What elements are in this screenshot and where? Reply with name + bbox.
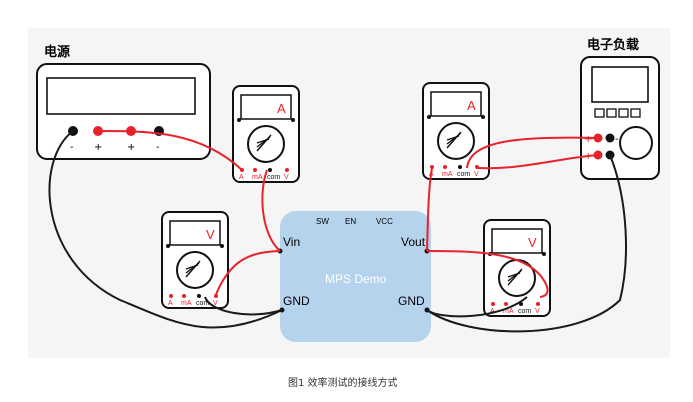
ps-label-3: + — [127, 142, 135, 153]
meter-input-current-jack-label: mA — [252, 174, 263, 181]
meter-output-current-jack-com — [458, 165, 462, 169]
wire-ammeter-to-load-top — [466, 136, 599, 169]
meter-input-current-jack-com — [268, 168, 272, 172]
wire-vin-to-voltmeter — [214, 250, 281, 298]
board-vin-label: Vin — [283, 235, 300, 249]
wire-ammeter-to-vin — [261, 169, 281, 252]
board-vout-label: Vout — [401, 235, 426, 249]
meter-output-voltage-jack-A — [491, 302, 495, 306]
meter-output-current-jack-label: mA — [442, 171, 453, 178]
figure-caption: 图1 效率测试的接线方式 — [288, 376, 398, 389]
meter-input-voltage-jack-com — [197, 294, 201, 298]
board-vcc-label: VCC — [376, 217, 393, 226]
meter-input-current-indicator — [237, 118, 241, 122]
meter-input-voltage-indicator — [220, 244, 224, 248]
meter-output-voltage-indicator — [542, 252, 546, 256]
meter-output-voltage-jack-label: com — [518, 308, 531, 315]
meter-input-current-mode-label: A — [277, 101, 286, 116]
meter-input-voltage-indicator — [166, 244, 170, 248]
meter-input-current-dial — [247, 125, 285, 163]
meter-input-current-jack-label: A — [239, 174, 244, 181]
meter-input-voltage-display — [169, 220, 221, 246]
meter-input-current-jack-V — [285, 168, 289, 172]
wires — [48, 130, 627, 333]
meter-input-voltage-jack-label: com — [196, 300, 209, 307]
wire-voltmeter-com-to-gnd — [204, 296, 283, 316]
board-gnd-right-label: GND — [398, 294, 425, 308]
electronic-load-label: 电子负载 — [587, 37, 639, 53]
meter-input-current-jack-label: com — [267, 174, 280, 181]
meter-input-voltage-jack-label: A — [168, 300, 173, 307]
load-terminal-neg-top — [605, 133, 615, 143]
meter-input-current-indicator — [291, 118, 295, 122]
meter-output-voltage-jack-mA — [504, 302, 508, 306]
board-title: MPS Demo — [325, 272, 387, 286]
mps-demo-board: SW EN VCC Vin Vout MPS Demo GND GND — [277, 211, 431, 342]
meter-input-voltage-jack-label: mA — [181, 300, 192, 307]
board-gnd-left-label: GND — [283, 294, 310, 308]
load-knob — [619, 126, 653, 160]
ps-label-1: - — [70, 142, 74, 153]
load-minus-top: - — [615, 134, 619, 145]
board-en-label: EN — [345, 217, 356, 226]
power-supply-label: 电源 — [44, 44, 70, 60]
wire-gnd-to-voltmeter-com — [426, 296, 528, 318]
wire-gnd-to-load-neg — [426, 154, 627, 333]
meter-input-voltage-dial — [176, 251, 214, 289]
meter-input-current-jack-label: V — [284, 174, 289, 181]
meter-output-voltage-display — [491, 228, 543, 254]
meter-output-current-dial-mark — [446, 135, 460, 141]
meter-input-current-display — [240, 94, 292, 120]
meter-output-voltage-jack-label: mA — [503, 308, 514, 315]
ps-label-2: + — [94, 142, 102, 153]
meter-output-current-jack-label: com — [457, 171, 470, 178]
power-supply: - + + - — [36, 63, 211, 160]
meter-output-current-jack-label: V — [474, 171, 479, 178]
meter-input-voltage-dial-mark — [185, 264, 199, 270]
wire-ps-pos-to-ammeter — [97, 130, 243, 171]
meter-output-current-indicator — [481, 115, 485, 119]
meter-output-current-jack-mA — [443, 165, 447, 169]
meter-input-voltage-jack-label: V — [213, 300, 218, 307]
meter-output-voltage-mode-label: V — [528, 235, 537, 250]
electronic-load: + + - — [580, 56, 660, 180]
meter-output-current-display — [430, 91, 482, 117]
load-plus-top: + — [584, 134, 592, 145]
wire-vout-to-voltmeter — [426, 250, 549, 298]
meter-output-current-dial — [437, 122, 475, 160]
wire-ps-neg-to-gnd — [48, 130, 283, 329]
meter-output-voltage-jack-V — [536, 302, 540, 306]
meter-input-voltage-jack-mA — [182, 294, 186, 298]
meter-input-current-jack-mA — [253, 168, 257, 172]
meter-output-current-indicator — [427, 115, 431, 119]
meter-output-voltage-jack-label: V — [535, 308, 540, 315]
wire-ammeter-to-load-bottom — [477, 154, 599, 170]
board-sw-label: SW — [316, 217, 329, 226]
meter-output-current-mode-label: A — [467, 98, 476, 113]
wire-vout-to-ammeter — [426, 167, 433, 252]
meter-output-voltage-dial-mark — [507, 272, 521, 278]
meter-input-voltage-mode-label: V — [206, 227, 215, 242]
meter-output-voltage-jack-label: A — [490, 308, 495, 315]
meter-input-voltage-jack-A — [169, 294, 173, 298]
meter-input-current-dial-mark — [256, 138, 270, 144]
ps-label-4: - — [156, 142, 160, 153]
